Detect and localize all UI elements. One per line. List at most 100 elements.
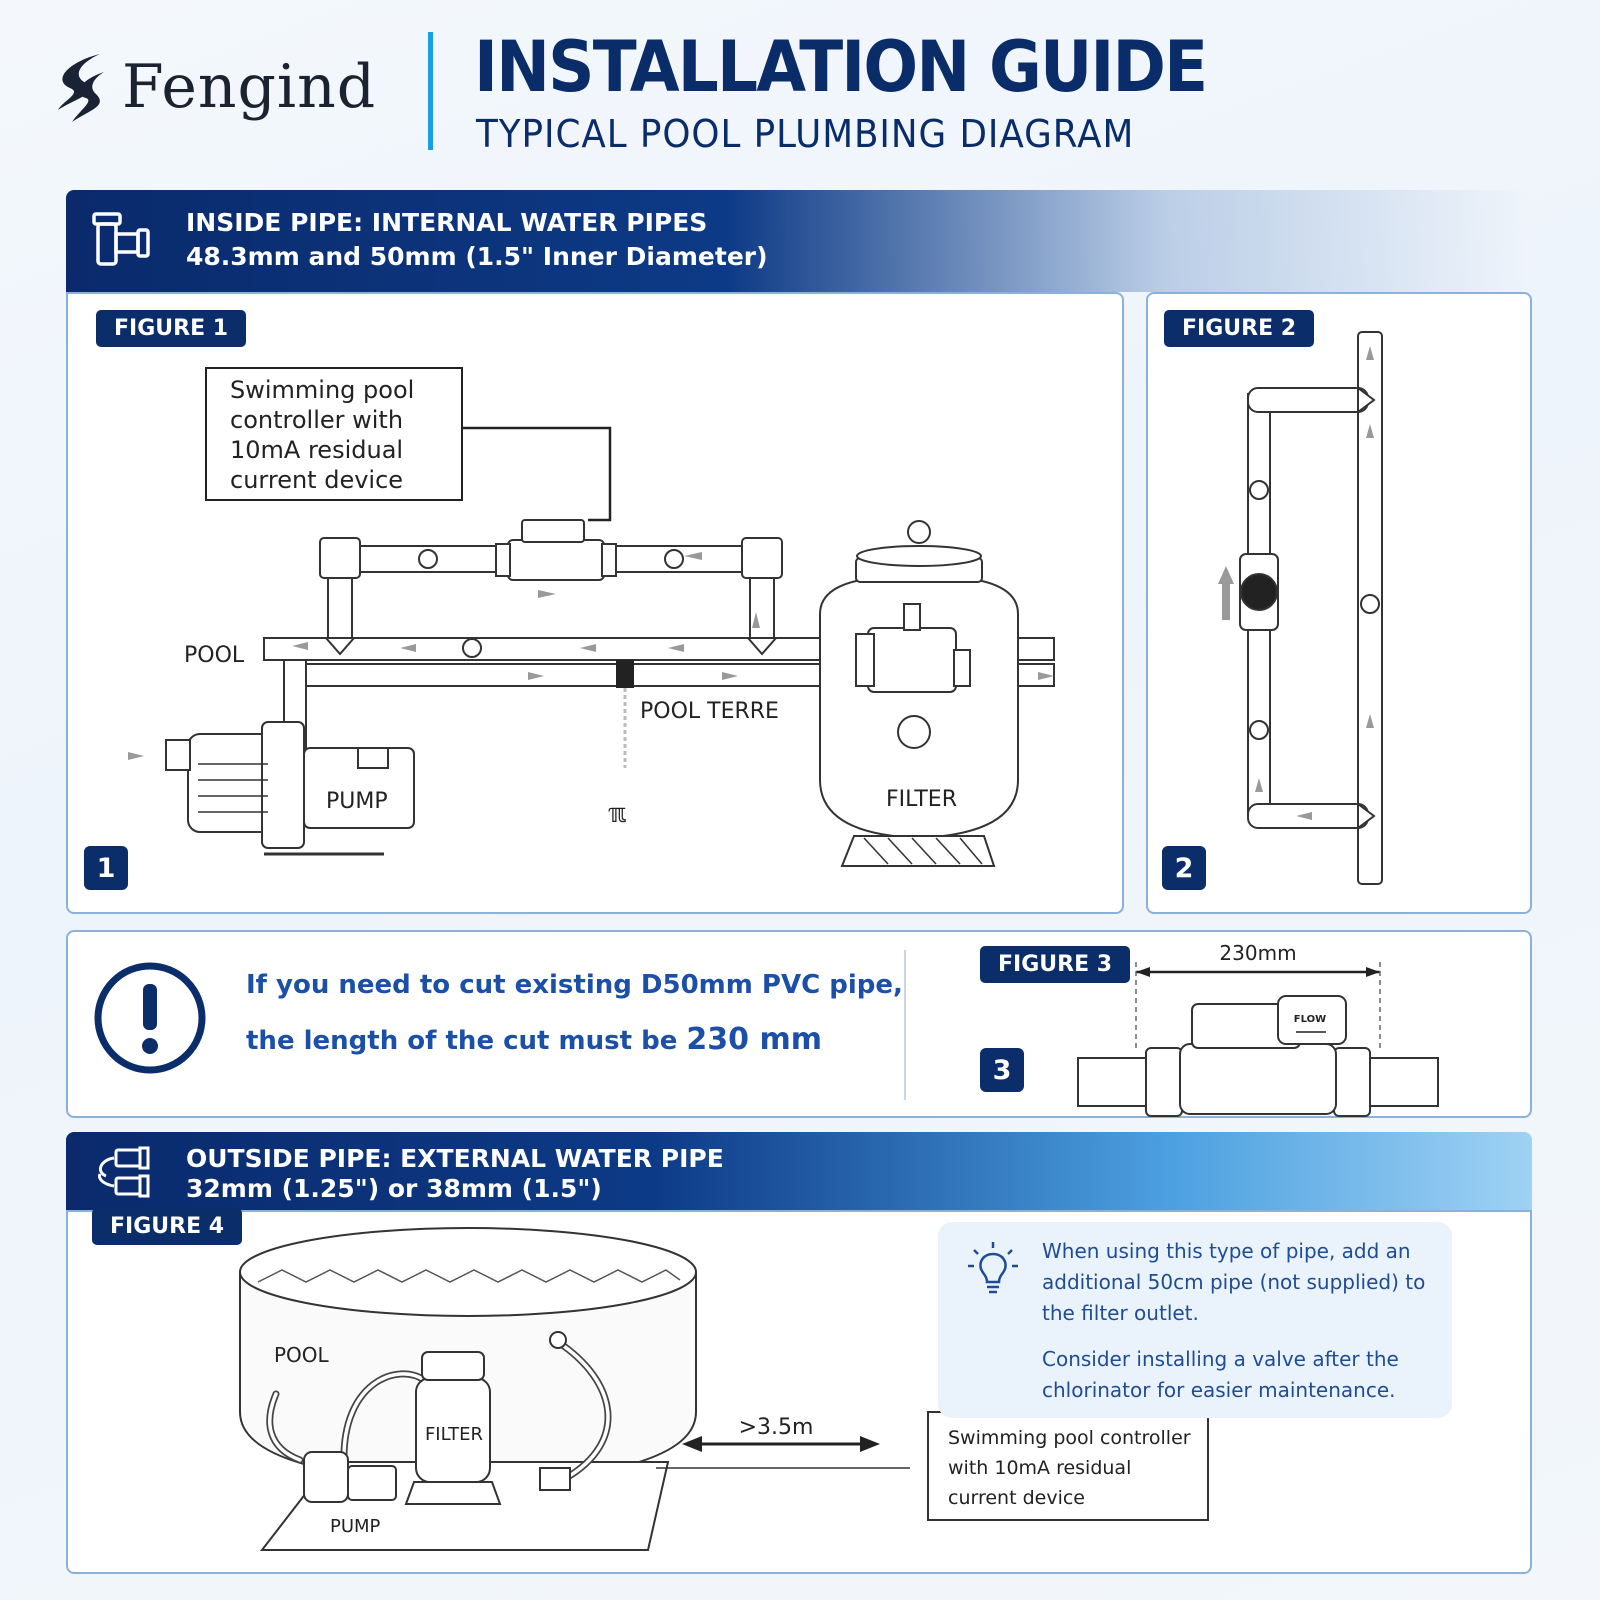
outside-pipe-title: OUTSIDE PIPE: EXTERNAL WATER PIPE bbox=[186, 1144, 724, 1173]
figure-1-label: FIGURE 1 bbox=[96, 310, 247, 347]
controller-note-line-2: with 10mA residual bbox=[948, 1457, 1131, 1479]
chlorinator-housing bbox=[1179, 1043, 1337, 1115]
small-filter-graphic bbox=[404, 1351, 502, 1505]
union-right bbox=[601, 543, 617, 577]
pump-volute bbox=[261, 721, 305, 849]
filter-base bbox=[840, 835, 996, 867]
controller-note-line-1: Swimming pool controller bbox=[948, 1427, 1191, 1449]
small-pump-graphic bbox=[303, 1451, 397, 1503]
filter-drain bbox=[897, 715, 931, 749]
outside-pipe-banner: OUTSIDE PIPE: EXTERNAL WATER PIPE 32mm (… bbox=[66, 1132, 1532, 1210]
pipe-connectors-icon bbox=[98, 1146, 150, 1198]
dimension-label: 230mm bbox=[1219, 941, 1296, 965]
filter-lid-knob bbox=[907, 520, 931, 544]
tee-right bbox=[745, 637, 779, 656]
pool-waterline bbox=[257, 1269, 681, 1283]
figure-1-panel: FIGURE 1 1 Swimming pool controller with… bbox=[66, 292, 1124, 914]
tip-paragraph-2: Consider installing a valve after the ch… bbox=[1042, 1347, 1399, 1402]
controller-note-line-1: Swimming pool bbox=[230, 376, 414, 404]
pool-label: POOL bbox=[274, 1343, 330, 1367]
pool-terre-label: POOL TERRE bbox=[640, 699, 779, 724]
figure-2-arrows bbox=[1218, 346, 1374, 820]
valve-top-left bbox=[418, 549, 438, 569]
controller-note-line-3: current device bbox=[948, 1487, 1085, 1509]
valve-lower bbox=[1249, 720, 1269, 740]
pipe-fitting-icon bbox=[92, 212, 150, 266]
pool-plumbing-diagram: Swimming pool controller with 10mA resid… bbox=[128, 367, 1055, 867]
figure-4-label: FIGURE 4 bbox=[92, 1208, 243, 1245]
cut-note-line-1: If you need to cut existing D50mm PVC pi… bbox=[246, 970, 903, 1000]
ground-connector bbox=[616, 660, 634, 688]
chlorinator-body bbox=[507, 539, 605, 581]
header-divider bbox=[428, 32, 433, 150]
sensor-head bbox=[1277, 995, 1347, 1045]
outside-pipe-size: 32mm (1.25") or 38mm (1.5") bbox=[186, 1174, 602, 1203]
earth-symbol-icon: ℼ bbox=[608, 799, 626, 829]
inside-pipe-size: 48.3mm and 50mm (1.5" Inner Diameter) bbox=[186, 242, 768, 271]
cut-note-panel: If you need to cut existing D50mm PVC pi… bbox=[66, 930, 1532, 1118]
filter-union-out bbox=[953, 649, 971, 687]
above-ground-pool-diagram: POOL FILTER PUMP bbox=[239, 1227, 1209, 1551]
union-nut-left bbox=[1145, 1047, 1183, 1117]
tip-box: When using this type of pipe, add an add… bbox=[938, 1222, 1452, 1418]
valve-main-vertical bbox=[1360, 594, 1380, 614]
pump-inlet bbox=[165, 739, 191, 771]
controller-note-line-4: current device bbox=[230, 466, 403, 494]
cut-note-value: 230 mm bbox=[686, 1022, 822, 1057]
controller-note-box bbox=[205, 367, 463, 501]
pump-label: PUMP bbox=[326, 789, 388, 814]
chlorinator-cap bbox=[521, 519, 585, 543]
filter-union-in bbox=[855, 633, 875, 687]
tip-paragraph-1: When using this type of pipe, add an add… bbox=[1042, 1239, 1426, 1325]
valve-top-right bbox=[664, 549, 684, 569]
pump-graphic bbox=[165, 659, 415, 856]
inside-pipe-banner: INSIDE PIPE: INTERNAL WATER PIPES 48.3mm… bbox=[66, 190, 1532, 292]
vertical-bypass-diagram bbox=[1218, 331, 1383, 885]
figure-1-number: 1 bbox=[84, 846, 128, 890]
figure-2-panel: FIGURE 2 2 bbox=[1146, 292, 1532, 914]
pump-label: PUMP bbox=[330, 1516, 381, 1537]
cut-note-line-2: the length of the cut must be 230 mm bbox=[246, 1022, 822, 1057]
tee-left bbox=[323, 637, 357, 656]
chlorinator-dial bbox=[1240, 573, 1278, 611]
controller-note-line-2: controller with bbox=[230, 406, 403, 434]
filter-base-struts bbox=[863, 837, 983, 865]
distance-label: >3.5m bbox=[739, 1415, 814, 1440]
inside-pipe-title: INSIDE PIPE: INTERNAL WATER PIPES bbox=[186, 208, 708, 237]
flow-label: FLOW bbox=[1294, 1014, 1326, 1025]
elbow-top-right bbox=[741, 537, 783, 579]
brand-logo-icon bbox=[58, 54, 104, 122]
union-nut-right bbox=[1333, 1047, 1371, 1117]
chlorinator-cut-diagram: 230mm FLOW bbox=[1077, 941, 1439, 1117]
controller-note-box bbox=[927, 1411, 1209, 1521]
pump-terminal bbox=[357, 747, 389, 769]
controller-note-line-3: 10mA residual bbox=[230, 436, 403, 464]
filter-label: FILTER bbox=[886, 787, 957, 812]
pool-label: POOL bbox=[184, 643, 245, 668]
filter-lid-top bbox=[856, 545, 982, 567]
pump-basket-ribs bbox=[198, 763, 268, 813]
figure-2-number: 2 bbox=[1162, 846, 1206, 890]
page-subtitle: TYPICAL POOL PLUMBING DIAGRAM bbox=[476, 112, 1135, 156]
valve-main bbox=[462, 638, 482, 658]
note-divider bbox=[904, 950, 906, 1100]
cut-note-prefix: the length of the cut must be bbox=[246, 1026, 678, 1056]
flow-arrows bbox=[128, 552, 1054, 760]
figure-2-label: FIGURE 2 bbox=[1164, 310, 1315, 347]
lightbulb-icon bbox=[968, 1242, 1018, 1294]
figure-3-label: FIGURE 3 bbox=[980, 946, 1131, 983]
elbow-top-left bbox=[319, 537, 361, 579]
multiport-valve bbox=[867, 627, 957, 693]
bypass-top-arm bbox=[1247, 387, 1369, 413]
controller-wire bbox=[462, 426, 612, 522]
filter-label: FILTER bbox=[425, 1424, 483, 1445]
multiport-handle bbox=[903, 603, 921, 631]
union-left bbox=[495, 543, 511, 577]
filter-graphic bbox=[819, 520, 1019, 867]
exclamation-icon bbox=[94, 962, 206, 1074]
figure-3-number: 3 bbox=[980, 1048, 1024, 1092]
inline-chlorinator bbox=[539, 1467, 571, 1491]
page-title: INSTALLATION GUIDE bbox=[474, 26, 1208, 108]
valve-upper bbox=[1249, 480, 1269, 500]
brand-name: Fengind bbox=[122, 52, 377, 122]
